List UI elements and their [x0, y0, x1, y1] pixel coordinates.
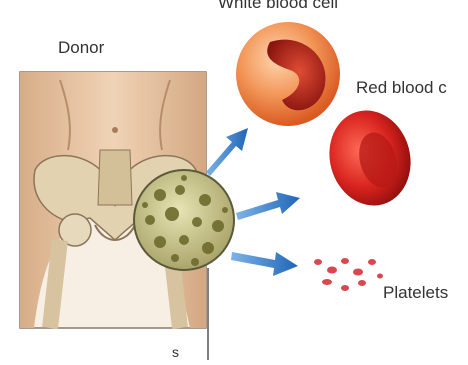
- platelets-icon: [314, 258, 383, 291]
- red-blood-cell-label: Red blood c: [356, 78, 447, 98]
- red-blood-cell-icon: [319, 101, 421, 214]
- bone-marrow-magnifier: [134, 170, 234, 270]
- platelets-label: Platelets: [383, 283, 448, 303]
- bottom-fragment-label: s: [172, 344, 179, 360]
- donor-label: Donor: [58, 38, 104, 58]
- white-blood-cell-icon: [236, 22, 340, 126]
- white-blood-cell-label: White blood cell: [218, 0, 338, 13]
